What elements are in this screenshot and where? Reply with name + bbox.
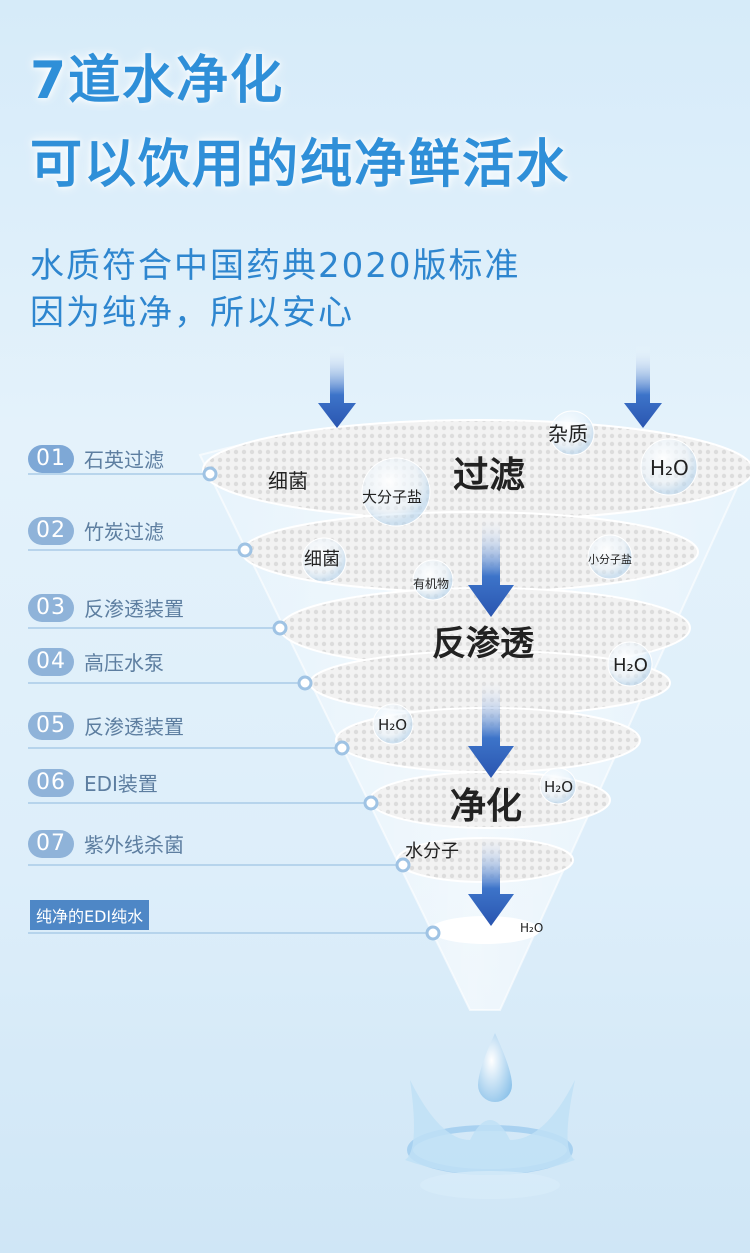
step-number: 02: [28, 516, 74, 545]
step-number: 06: [28, 768, 74, 797]
step-4: 04 高压水泵: [28, 647, 164, 676]
bubble-icon: [607, 641, 653, 687]
title-line-1: 7道水净化: [30, 51, 285, 111]
step-number: 01: [28, 444, 74, 473]
step-label: 石英过滤: [84, 448, 164, 472]
bubble-icon: [412, 559, 454, 601]
subtitle-line-1: 水质符合中国药典2020版标准: [30, 246, 521, 286]
label-water-molecule: 水分子: [405, 841, 459, 862]
connector-lines: [28, 473, 428, 934]
step-label: 竹炭过滤: [84, 520, 164, 544]
step-label: EDI装置: [84, 772, 158, 796]
label-h2o-4: H₂O: [544, 778, 573, 796]
step-label: 高压水泵: [84, 651, 164, 675]
final-water-badge: 纯净的EDI纯水: [30, 900, 150, 930]
bubble-icon: [539, 767, 577, 805]
step-1: 01 石英过滤: [28, 444, 164, 473]
label-filter: 过滤: [453, 455, 525, 496]
label-h2o-5: H₂O: [520, 921, 543, 935]
step-number: 04: [28, 647, 74, 676]
step-2: 02 竹炭过滤: [28, 516, 164, 545]
step-3: 03 反渗透装置: [28, 593, 184, 622]
step-number: 03: [28, 593, 74, 622]
label-organics: 有机物: [413, 577, 449, 591]
step-label: 反渗透装置: [84, 715, 184, 739]
label-ro: 反渗透: [432, 624, 535, 664]
label-impurity: 杂质: [548, 422, 588, 446]
label-purify: 净化: [450, 786, 522, 827]
step-7: 07 紫外线杀菌: [28, 829, 184, 858]
step-number: 05: [28, 711, 74, 740]
disc-8: [430, 916, 540, 944]
label-small-molecule: 小分子盐: [588, 553, 632, 566]
subtitle-line-2: 因为纯净，所以安心: [30, 293, 354, 333]
step-5: 05 反渗透装置: [28, 711, 184, 740]
splash-reflection: [420, 1171, 560, 1199]
bubble-icon: [587, 534, 633, 580]
arrow-icon: [318, 345, 662, 926]
water-drop-icon: [478, 1033, 512, 1102]
step-number: 07: [28, 829, 74, 858]
label-h2o: H₂O: [650, 456, 689, 480]
bubble-icon: [301, 537, 347, 583]
label-bacteria: 细菌: [268, 469, 308, 493]
bubble-icon: [549, 410, 595, 456]
connector-dots: [202, 466, 441, 941]
step-label: 紫外线杀菌: [84, 833, 184, 857]
label-h2o-2: H₂O: [613, 655, 648, 676]
bubble-icon: [361, 457, 431, 527]
step-label: 反渗透装置: [84, 597, 184, 621]
label-big-molecule: 大分子盐: [362, 488, 422, 506]
step-6: 06 EDI装置: [28, 768, 158, 797]
splash-icon: [405, 1080, 575, 1175]
bubble-icon: [640, 438, 698, 496]
title-line-2: 可以饮用的纯净鲜活水: [30, 135, 571, 195]
bubble-icon: [372, 703, 414, 745]
label-h2o-3: H₂O: [378, 716, 407, 734]
label-bacteria-2: 细菌: [304, 549, 340, 570]
